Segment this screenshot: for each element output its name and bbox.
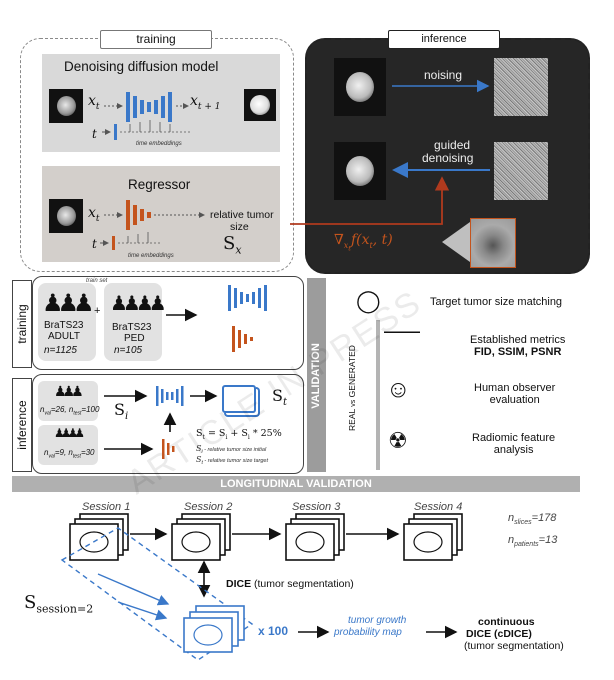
regressor-output-line2: size <box>230 221 249 233</box>
ped-line2: PED <box>124 333 145 344</box>
inference-tab: inference <box>388 30 500 49</box>
adult-inf-n: nval=26, ntest=100 <box>40 405 100 417</box>
ped-inf-n: nval=9, ntest=30 <box>44 448 95 460</box>
validation-item-1: Target tumor size matching <box>430 296 563 308</box>
n-slices: nslices=178 <box>508 512 557 527</box>
regressor-sx: Sx <box>223 233 242 257</box>
adult-line1: BraTS23 <box>44 320 84 331</box>
session-2-stack <box>171 513 231 561</box>
inference-noise-scan-bottom <box>494 142 548 200</box>
x100-label: x 100 <box>258 624 289 638</box>
middle-inference-label: inference <box>12 378 32 472</box>
train-regressor-net-icon <box>232 326 253 352</box>
size-formula: St = Si + Si * 25% <box>196 428 282 441</box>
regressor-output-line1: relative tumor <box>210 209 274 221</box>
diffusion-unet-icon <box>126 92 172 122</box>
session-dashed-frame <box>60 527 254 661</box>
regressor-input-scan <box>49 199 83 233</box>
diffusion-xt-out: xt + 1 <box>190 93 221 112</box>
adult-inf-card <box>38 381 98 421</box>
middle-training-label: training <box>12 280 32 368</box>
gradient-formula: ∇xtf(xt, t) <box>334 232 393 253</box>
adult-line2: ADULT <box>48 331 81 342</box>
session-4-stack <box>403 513 463 561</box>
probability-map-stack <box>183 605 245 653</box>
training-tab: training <box>100 30 212 49</box>
session-1-stack <box>69 513 129 561</box>
cdice-line1: continuous <box>478 616 535 628</box>
diffusion-t: t <box>92 127 97 141</box>
ped-line1: BraTS23 <box>112 322 152 333</box>
s-i-label: Si <box>114 400 129 423</box>
prob-map-line1: tumor growth <box>348 615 407 626</box>
doctor-icon: ☺ <box>386 376 411 403</box>
radiation-icon: ☢ <box>388 428 408 453</box>
target-scan-icon <box>222 385 256 413</box>
dice-label: DICE (tumor segmentation) <box>226 578 354 590</box>
diffusion-title: Denoising diffusion model <box>64 59 219 74</box>
ped-inf-people-icon: ♟♟♟♟ <box>54 426 85 440</box>
prob-map-line2: probability map <box>334 627 402 638</box>
guided-label-2: denoising <box>422 151 474 165</box>
inf-regressor-net-icon <box>162 439 175 459</box>
adult-train-card <box>38 283 96 361</box>
ped-n: n=105 <box>114 345 143 356</box>
ped-inf-card <box>38 425 98 465</box>
longitudinal-bar: LONGITUDINAL VALIDATION <box>12 476 580 492</box>
adult-n: n=1125 <box>44 345 77 356</box>
diffusion-xt-in: xt <box>88 93 100 112</box>
tape-measure-icon: ◯ <box>356 288 381 313</box>
diffusion-time-embeddings: time embeddings <box>136 141 182 147</box>
train-set-label: train set <box>86 278 108 284</box>
real-vs-generated-divider <box>376 320 380 470</box>
inference-clean-scan-bottom <box>334 142 386 200</box>
session-1-label: Session 1 <box>82 501 131 513</box>
regressor-xt-in: xt <box>88 205 100 224</box>
regressor-time-embeddings: time embeddings <box>128 253 174 259</box>
n-patients: npatients=13 <box>508 534 558 549</box>
session-4-label: Session 4 <box>414 501 463 513</box>
adult-inf-people-icon: ♟♟♟ <box>54 383 84 399</box>
session-3-label: Session 3 <box>292 501 341 513</box>
train-diffusion-net-icon <box>228 285 267 311</box>
note-initial: Si - relative tumor size initial <box>196 444 267 456</box>
plus-sign: + <box>94 305 101 317</box>
ped-train-card <box>104 283 162 361</box>
session-3-stack <box>285 513 345 561</box>
regressor-t: t <box>92 237 97 251</box>
diffusion-output-scan <box>244 89 276 121</box>
inf-diffusion-net-icon <box>156 386 184 406</box>
validation-bar <box>307 278 326 472</box>
s-session-label: Ssession=2 <box>24 592 94 616</box>
cdice-line3: (tumor segmentation) <box>464 640 564 652</box>
cdice-line2: DICE (cDICE) <box>466 628 532 640</box>
guided-label-1: guided <box>434 138 471 152</box>
s-t-label: St <box>272 386 287 409</box>
middle-training-box <box>32 276 304 370</box>
adult-people-icon: ♟♟♟ <box>42 290 94 317</box>
inference-clean-scan-top <box>334 58 386 116</box>
noising-label: noising <box>424 68 463 82</box>
middle-inference-box <box>32 374 304 474</box>
gradient-map-scan <box>470 218 516 268</box>
regressor-title: Regressor <box>128 177 191 192</box>
inference-noise-scan-top <box>494 58 548 116</box>
note-target: St - relative tumor size target <box>196 455 268 467</box>
ruler-icon: ⎺⎺ <box>384 330 420 350</box>
session-2-label: Session 2 <box>184 501 233 513</box>
ped-people-icon: ♟♟♟♟ <box>110 293 167 315</box>
diffusion-input-scan <box>49 89 83 123</box>
regressor-net-icon <box>126 200 151 230</box>
